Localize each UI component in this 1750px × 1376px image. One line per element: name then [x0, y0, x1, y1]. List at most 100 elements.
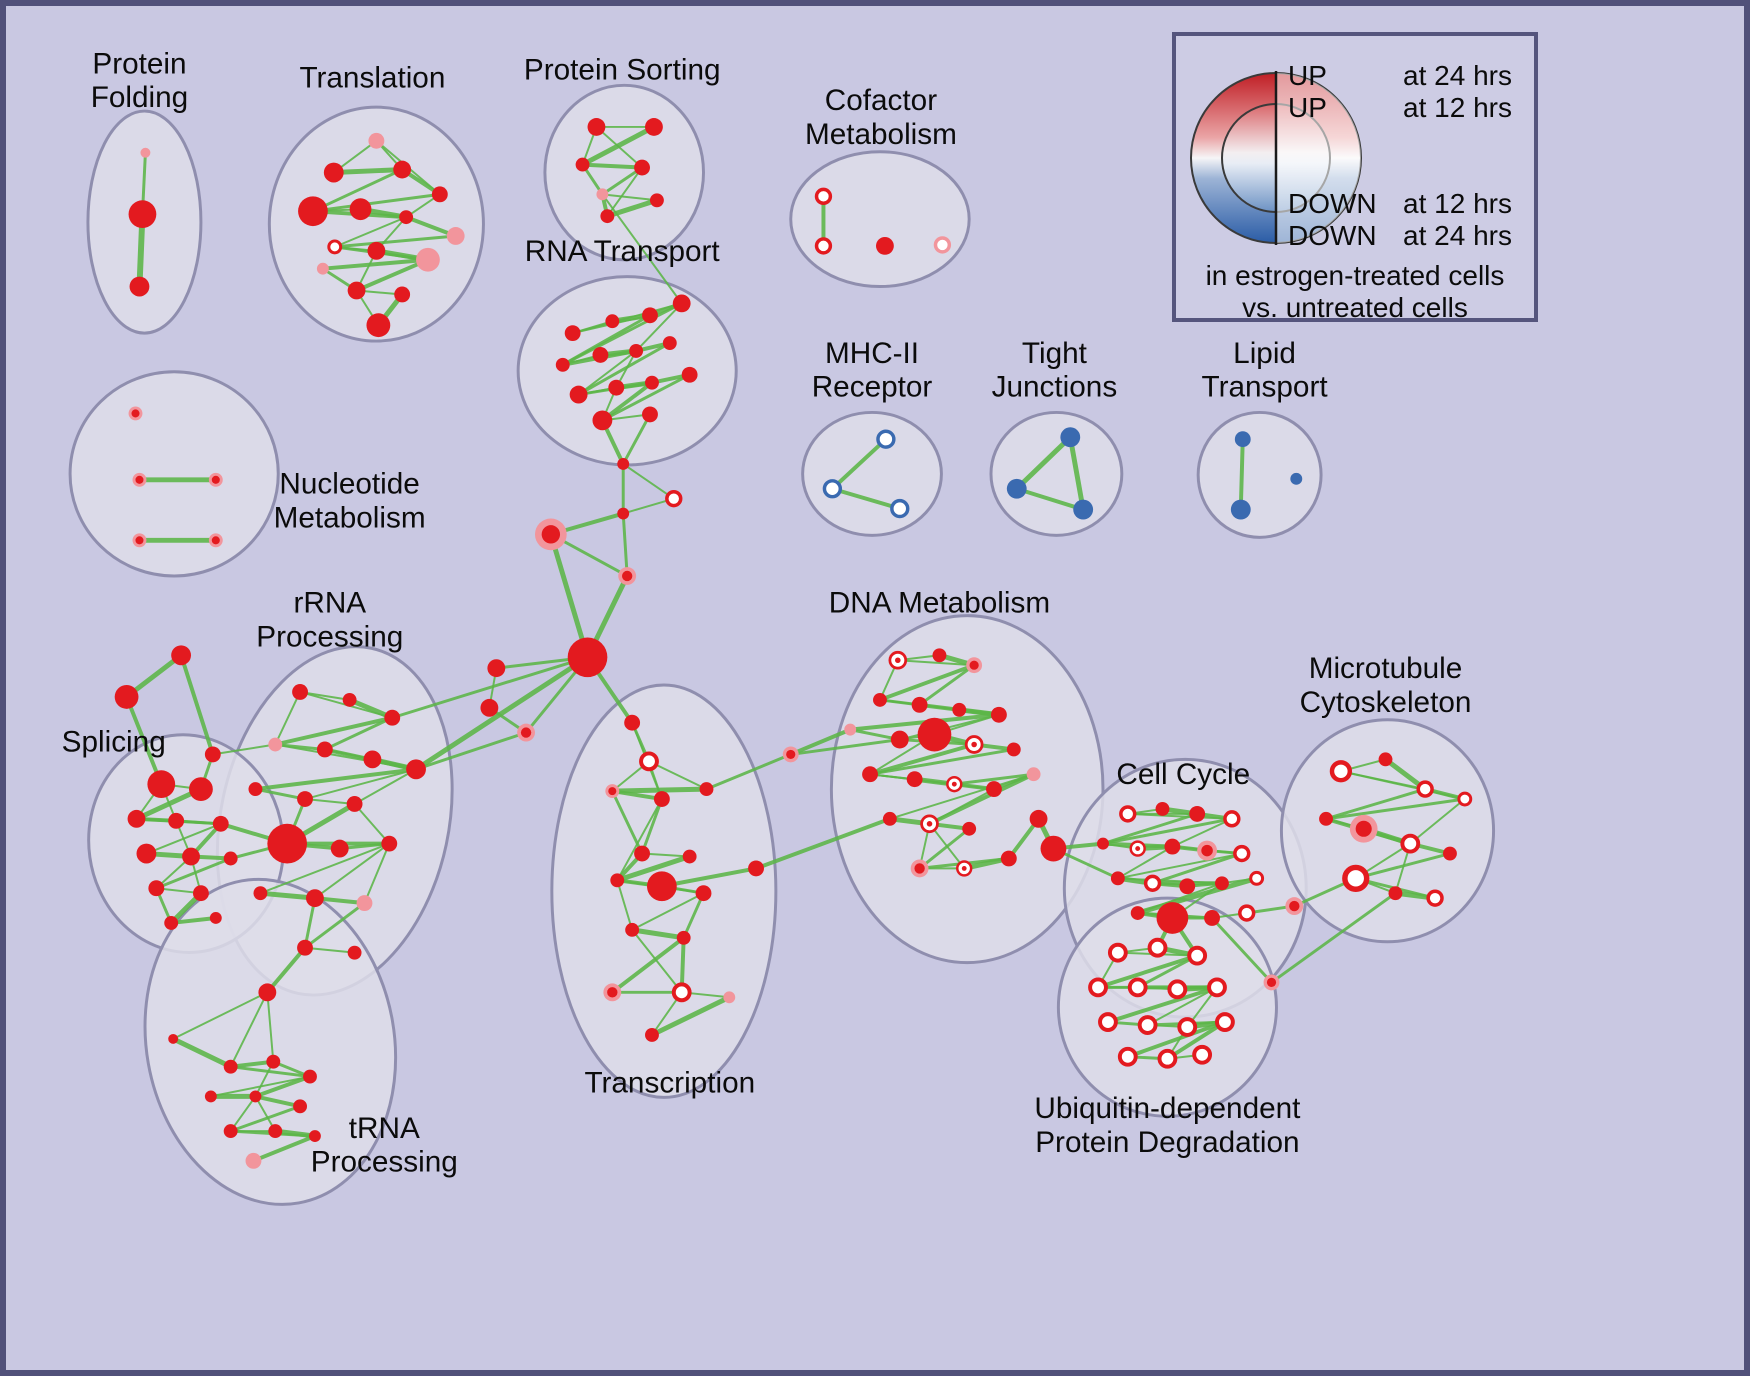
network-node: [323, 162, 344, 183]
network-edge: [228, 1059, 276, 1069]
network-node: [1164, 838, 1181, 855]
cluster-ellipse-cofactor: [789, 150, 971, 289]
network-node: [723, 991, 736, 1004]
network-node: [624, 714, 641, 731]
cluster-label-mhc: Receptor: [812, 371, 933, 404]
legend-caption-line2: vs. untreated cells: [1242, 292, 1468, 323]
network-edge: [659, 866, 759, 889]
network-node: [642, 406, 658, 423]
network-node: [1135, 846, 1141, 852]
network-node: [267, 823, 307, 864]
network-node: [1155, 801, 1170, 816]
network-node: [1266, 977, 1277, 988]
network-node: [209, 912, 222, 924]
network-node: [607, 987, 618, 998]
network-edge: [1171, 817, 1233, 848]
network-node: [189, 777, 213, 802]
network-node: [1187, 945, 1208, 966]
network-node: [381, 835, 398, 852]
network-edge: [1116, 845, 1174, 880]
legend-time-label: at 12 hrs: [1403, 92, 1512, 123]
network-edge: [229, 1104, 302, 1133]
network-node: [182, 847, 200, 866]
network-node: [1443, 846, 1457, 861]
cluster-ellipse-rna: [516, 275, 738, 467]
network-node: [1223, 810, 1241, 828]
network-node: [384, 709, 401, 726]
network-edge: [304, 946, 356, 954]
network-node: [1167, 979, 1188, 1000]
network-edge: [229, 1065, 312, 1079]
cluster-ellipse-trna: [143, 877, 398, 1206]
network-node: [844, 723, 857, 736]
network-node: [662, 336, 677, 350]
network-node: [363, 750, 382, 769]
network-node: [1000, 850, 1017, 867]
network-node: [298, 196, 328, 227]
network-edge: [253, 767, 419, 792]
legend-time-label: at 24 hrs: [1403, 220, 1512, 251]
cluster-label-transcription: Transcription: [584, 1066, 755, 1099]
network-node: [316, 262, 329, 275]
network-node: [135, 536, 144, 545]
network-edge: [1067, 434, 1086, 513]
network-edge: [209, 1075, 311, 1098]
network-node: [1329, 760, 1353, 783]
network-node: [1026, 767, 1041, 782]
cluster-label-folding: Protein: [92, 47, 186, 80]
network-edge: [561, 301, 684, 367]
network-node: [1130, 906, 1145, 920]
network-edge: [274, 690, 302, 746]
network-node: [297, 791, 313, 807]
network-edge: [1135, 875, 1260, 916]
network-edge: [622, 462, 675, 500]
network-node: [292, 684, 308, 700]
cluster-label-micro: Microtubule: [1309, 652, 1463, 685]
network-edge: [647, 760, 708, 791]
network-node: [682, 849, 697, 864]
network-node: [608, 379, 625, 396]
network-node: [622, 570, 633, 582]
cluster-ellipse-tight: [989, 410, 1124, 537]
network-node: [1127, 977, 1148, 998]
network-node: [168, 812, 185, 829]
network-edge: [145, 822, 222, 855]
network-node: [699, 782, 714, 797]
network-edge: [614, 854, 693, 883]
network-node: [1110, 871, 1125, 886]
network-node: [1157, 1048, 1178, 1069]
network-node: [917, 717, 952, 752]
network-node: [608, 787, 617, 796]
network-node: [592, 410, 613, 431]
network-edge: [610, 789, 664, 802]
network-edge: [621, 412, 652, 466]
network-node: [223, 851, 238, 866]
network-node: [1230, 499, 1251, 520]
cluster-label-translation: Translation: [299, 61, 445, 94]
network-edge: [1210, 916, 1273, 984]
network-edge: [229, 991, 269, 1068]
network-node: [1177, 1017, 1198, 1037]
network-node: [1147, 937, 1168, 958]
network-node: [1204, 910, 1220, 926]
network-edge: [548, 531, 591, 660]
network-node: [114, 685, 139, 709]
cluster-label-cofactor: Metabolism: [805, 118, 957, 151]
network-node: [1201, 844, 1213, 857]
network-edge: [273, 715, 395, 747]
network-node: [645, 375, 659, 390]
network-node: [487, 659, 506, 678]
network-node: [822, 479, 843, 499]
network-node: [212, 815, 229, 832]
cluster-label-sorting: Protein Sorting: [524, 53, 721, 86]
network-node: [961, 865, 967, 871]
network-edge: [1136, 954, 1199, 989]
network-node: [990, 706, 1007, 723]
network-node: [306, 889, 324, 908]
network-edge: [390, 655, 590, 720]
network-edge: [754, 816, 892, 871]
network-node: [971, 741, 977, 748]
